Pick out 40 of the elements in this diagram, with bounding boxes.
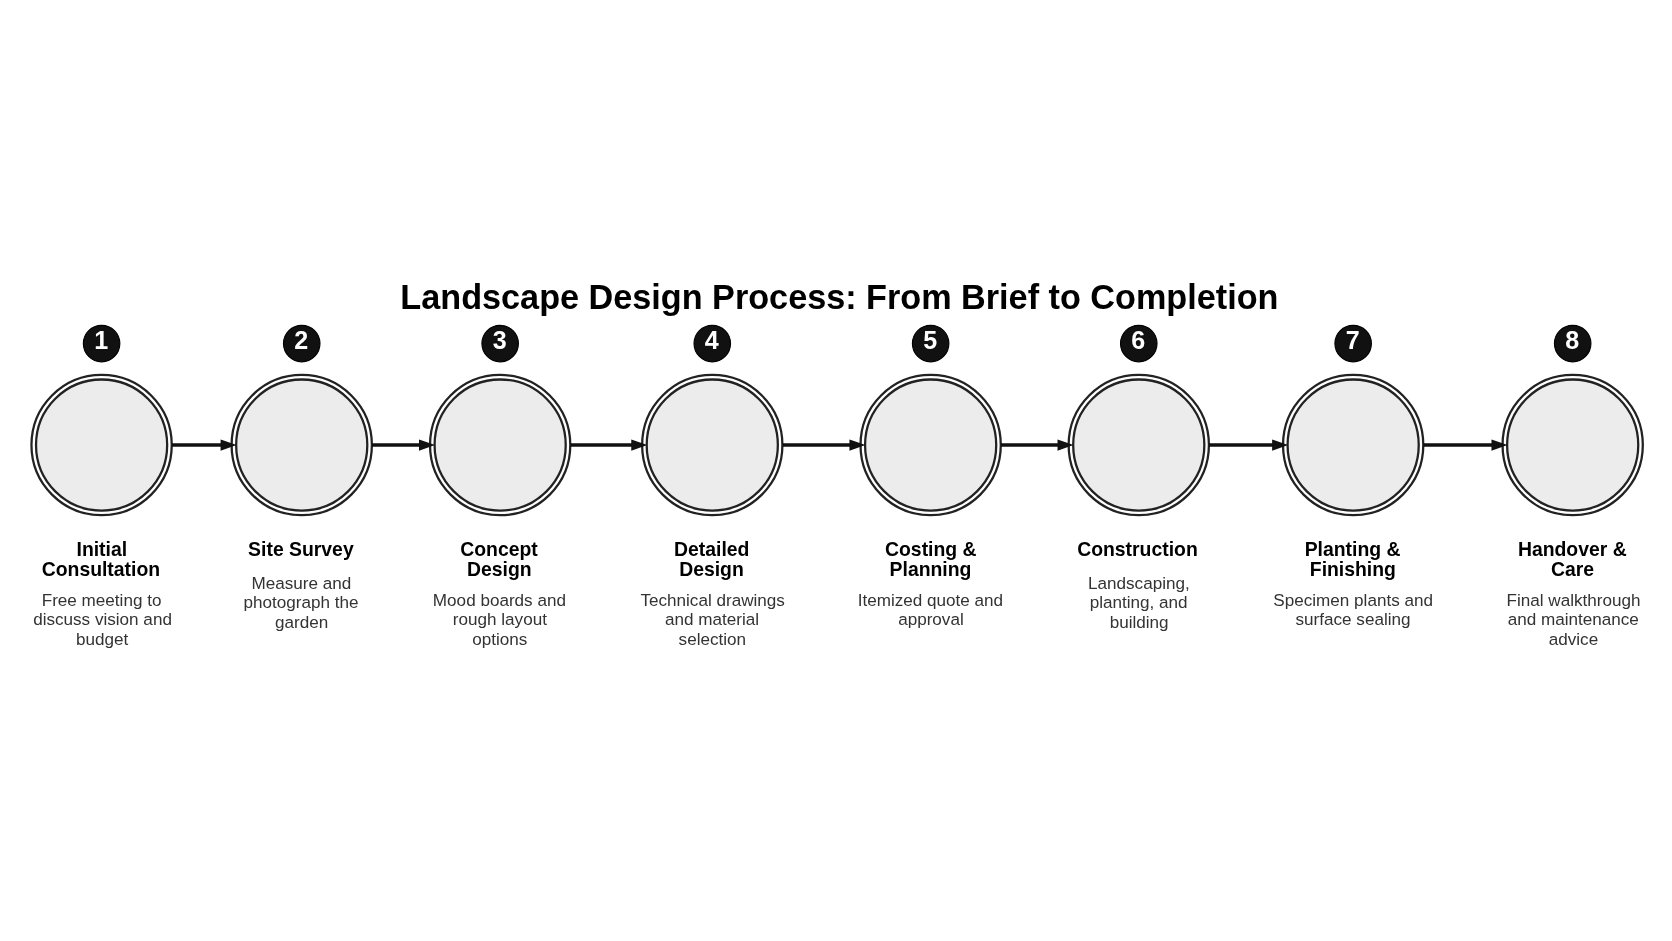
node-circle xyxy=(1067,373,1211,516)
arrow xyxy=(372,438,435,451)
node-label: 5 xyxy=(923,325,938,354)
arrow xyxy=(171,438,237,451)
node-label: Itemized quote and approval xyxy=(857,590,1004,629)
arrow xyxy=(1209,438,1289,451)
arrow xyxy=(570,438,648,451)
node-label: Specimen plants and surface sealing xyxy=(1273,590,1433,629)
node-circle xyxy=(859,373,1002,516)
arrow xyxy=(1000,438,1074,451)
node-circle xyxy=(1281,373,1425,516)
node-circle xyxy=(641,373,784,516)
node-label: 4 xyxy=(704,325,719,354)
node-label: Costing & Planning xyxy=(885,537,977,580)
node-circle xyxy=(1501,373,1644,516)
node-label: Site Survey xyxy=(248,537,354,560)
diagram-title: Landscape Design Process: From Brief to Completion xyxy=(400,277,1279,316)
node-label: Technical drawings and material selection xyxy=(640,590,785,649)
node-label: 7 xyxy=(1345,325,1360,354)
node-label: 8 xyxy=(1565,325,1580,354)
arrow xyxy=(1423,438,1508,451)
node-label: Measure and photograph the garden xyxy=(243,573,359,632)
node-label: 3 xyxy=(492,325,507,354)
node-circle xyxy=(230,373,373,516)
node-label: 6 xyxy=(1131,325,1146,354)
node-label: Final walkthrough and maintenance advice xyxy=(1506,590,1641,649)
node-label: Detailed Design xyxy=(674,537,750,580)
node-label: Concept Design xyxy=(460,537,538,580)
node-label: Free meeting to discuss vision and budget xyxy=(33,590,172,649)
node-label: Landscaping, planting, and building xyxy=(1088,573,1190,632)
arrow xyxy=(782,438,866,451)
node-label: Construction xyxy=(1077,537,1198,560)
node-label: Initial Consultation xyxy=(41,537,161,580)
node-label: 1 xyxy=(94,325,109,354)
node-label: Mood boards and rough layout options xyxy=(432,590,566,649)
node-circle xyxy=(30,373,173,516)
node-circle xyxy=(428,373,572,516)
node-label: Planting & Finishing xyxy=(1304,537,1401,580)
node-label: 2 xyxy=(294,325,309,354)
node-label: Handover & Care xyxy=(1517,537,1627,580)
